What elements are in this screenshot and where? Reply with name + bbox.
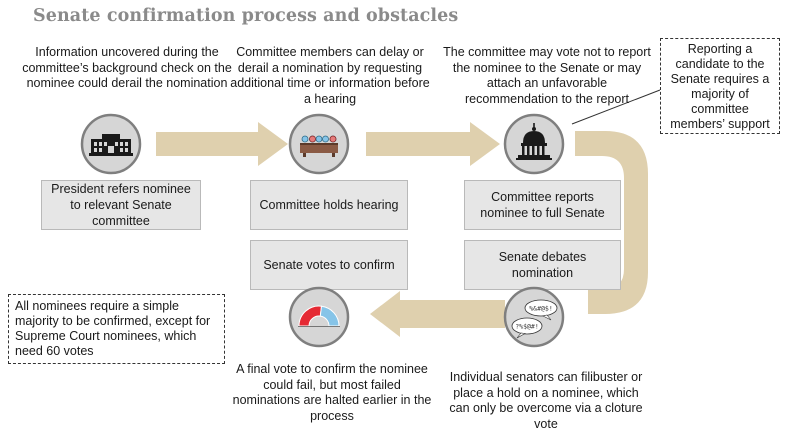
vote-gauge-icon [288,286,350,348]
obstacle-final-vote: A final vote to confirm the nominee coul… [232,362,432,423]
flow-arrow-uturn [575,131,648,314]
obstacle-hearing: Committee members can delay or derail a … [230,45,430,106]
obstacle-committee-vote: The committee may vote not to report the… [443,45,651,106]
page-title: Senate confirmation process and obstacle… [33,6,459,26]
speech-bubbles-icon: %&#@$! ?%$@#! [503,286,565,348]
speech-bubble-lower [511,317,543,335]
obstacle-background-check: Information uncovered during the committ… [22,45,232,90]
speech-bubble-upper [524,299,558,317]
step-senate-vote: Senate votes to confirm [250,240,408,290]
step-committee-report: Committee reports nominee to full Senate [464,180,621,230]
committee-panel-icon [288,113,350,175]
obstacle-filibuster: Individual senators can filibuster or pl… [449,370,643,431]
flow-arrow-1 [156,122,288,166]
building-icon [80,113,142,175]
speech-bubble-lower-text: ?%$@#! [515,323,538,331]
step-senate-debate: Senate debates nomination [464,240,621,290]
callout-connector [571,89,661,125]
capitol-dome-icon [503,113,565,175]
speech-bubble-upper-text: %&#@$! [529,305,552,313]
callout-reporting-text: Reporting a candidate to the Senate requ… [670,42,770,131]
flow-arrow-3 [370,291,505,337]
callout-majority-text: All nominees require a simple majority t… [15,299,211,358]
callout-reporting-requirement: Reporting a candidate to the Senate requ… [660,38,780,134]
callout-majority-requirement: All nominees require a simple majority t… [8,294,225,364]
step-refer-nominee: President refers nominee to relevant Sen… [41,180,201,230]
step-committee-hearing: Committee holds hearing [250,180,408,230]
flow-arrow-2 [366,122,500,166]
